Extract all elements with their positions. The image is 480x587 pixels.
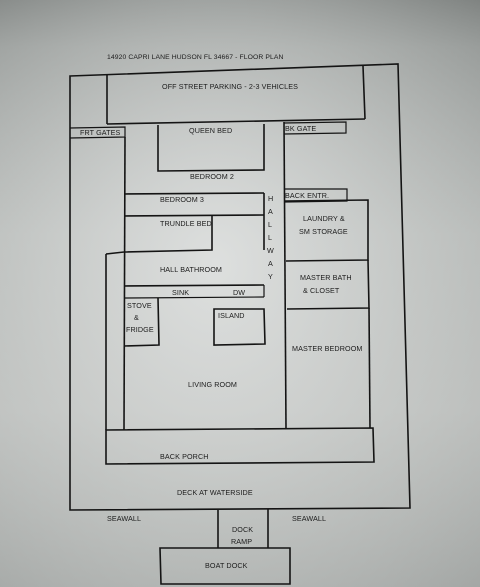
hall-bathroom xyxy=(105,251,265,430)
laundry-storage xyxy=(284,199,369,262)
stove-fridge xyxy=(123,297,160,347)
master-bath-label-2: & CLOSET xyxy=(303,286,340,295)
master-bath-label-1: MASTER BATH xyxy=(300,273,352,282)
parking-area xyxy=(106,65,366,125)
front-gates xyxy=(69,126,126,139)
right-house-wall xyxy=(283,121,287,429)
back-gate xyxy=(283,121,347,135)
bk-gate-label: BK GATE xyxy=(285,124,316,133)
laundry-label-2: SM STORAGE xyxy=(299,227,348,236)
trundle-bed-label: TRUNDLE BED xyxy=(160,219,212,228)
master-bedroom-label: MASTER BEDROOM xyxy=(292,344,363,353)
seawall-right-label: SEAWALL xyxy=(292,514,326,523)
dock-ramp-label-2: RAMP xyxy=(231,537,252,546)
trundle-bed xyxy=(123,216,213,253)
back-entrance xyxy=(284,188,348,203)
stove-label-1: STOVE xyxy=(127,301,152,310)
hall-bathroom-label: HALL BATHROOM xyxy=(160,265,222,274)
queen-bed-label: QUEEN BED xyxy=(189,126,232,135)
dock-ramp xyxy=(217,509,269,548)
svg-text:Y: Y xyxy=(268,272,273,281)
bedroom-2-label: BEDROOM 2 xyxy=(190,172,234,181)
svg-text:W: W xyxy=(267,246,274,255)
island-label: ISLAND xyxy=(218,311,245,320)
living-room-label: LIVING ROOM xyxy=(188,380,237,389)
svg-text:L: L xyxy=(268,220,272,229)
svg-text:L: L xyxy=(268,233,272,242)
sink-dw-counter xyxy=(123,285,265,299)
left-house-wall xyxy=(123,136,126,431)
plan-title: 14920 CAPRI LANE HUDSON FL 34667 - FLOOR… xyxy=(107,54,284,61)
parking-label: OFF STREET PARKING - 2-3 VEHICLES xyxy=(162,82,298,91)
bedroom-3 xyxy=(123,192,265,250)
stove-label-3: FRIDGE xyxy=(126,325,154,334)
master-bedroom xyxy=(368,307,371,429)
seawall-left-label: SEAWALL xyxy=(107,514,141,523)
dw-label: DW xyxy=(233,288,245,297)
hallway-label: H A L L W A Y xyxy=(267,194,274,281)
back-entr-label: BACK ENTR. xyxy=(285,191,329,200)
master-bath xyxy=(286,259,370,310)
deck-label: DECK AT WATERSIDE xyxy=(177,488,253,497)
laundry-label-1: LAUNDRY & xyxy=(303,214,345,223)
boat-dock xyxy=(159,547,291,585)
back-porch xyxy=(105,427,375,465)
svg-text:A: A xyxy=(268,259,273,268)
stove-label-2: & xyxy=(134,313,139,322)
svg-text:H: H xyxy=(268,194,273,203)
kitchen-island xyxy=(213,308,266,346)
sink-label: SINK xyxy=(172,288,189,297)
svg-text:A: A xyxy=(268,207,273,216)
outer-boundary xyxy=(69,63,411,511)
frt-gates-label: FRT GATES xyxy=(80,128,121,137)
dock-ramp-label-1: DOCK xyxy=(232,525,253,534)
bedroom-3-label: BEDROOM 3 xyxy=(160,195,204,204)
back-porch-label: BACK PORCH xyxy=(160,452,209,461)
bedroom-2 xyxy=(157,124,265,172)
boat-dock-label: BOAT DOCK xyxy=(205,561,248,570)
